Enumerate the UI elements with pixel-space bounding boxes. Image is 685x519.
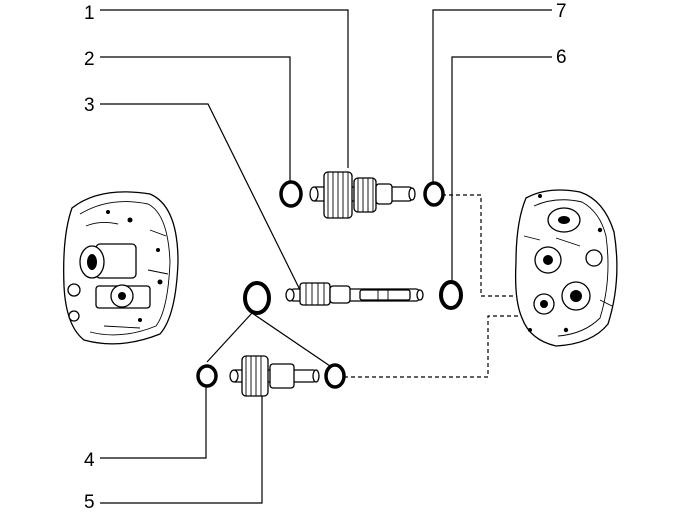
callout-3: 3 (84, 95, 95, 116)
washer-7 (423, 181, 445, 207)
callout-1: 1 (84, 3, 95, 24)
callout-2: 2 (84, 49, 95, 70)
lower-gear-shaft-5 (229, 355, 320, 397)
leader-line-3 (100, 103, 301, 291)
driven-gear-shaft-1 (309, 171, 416, 219)
callout-7: 7 (556, 1, 567, 22)
assembly-line-upper (442, 194, 528, 297)
washer-6 (439, 280, 463, 310)
leader-line-1 (100, 9, 349, 168)
washer-2 (279, 180, 303, 208)
callout-5: 5 (84, 492, 95, 513)
washer-lower-right (324, 363, 346, 389)
left-housing-cover (63, 191, 179, 345)
leader-line-4 (100, 385, 207, 459)
callout-4: 4 (84, 450, 95, 471)
leader-line-7 (432, 9, 552, 184)
leader-line-5 (100, 392, 263, 504)
callout-6: 6 (556, 47, 567, 68)
leader-line-6 (451, 56, 552, 280)
assembly-line-lower (344, 315, 528, 378)
leader-line-2 (100, 56, 291, 184)
washer-upper-mid (243, 281, 271, 315)
washer-4 (196, 364, 218, 388)
leader-line-washer-pair (206, 312, 331, 367)
main-shaft-3 (285, 282, 424, 306)
right-housing (514, 189, 618, 347)
